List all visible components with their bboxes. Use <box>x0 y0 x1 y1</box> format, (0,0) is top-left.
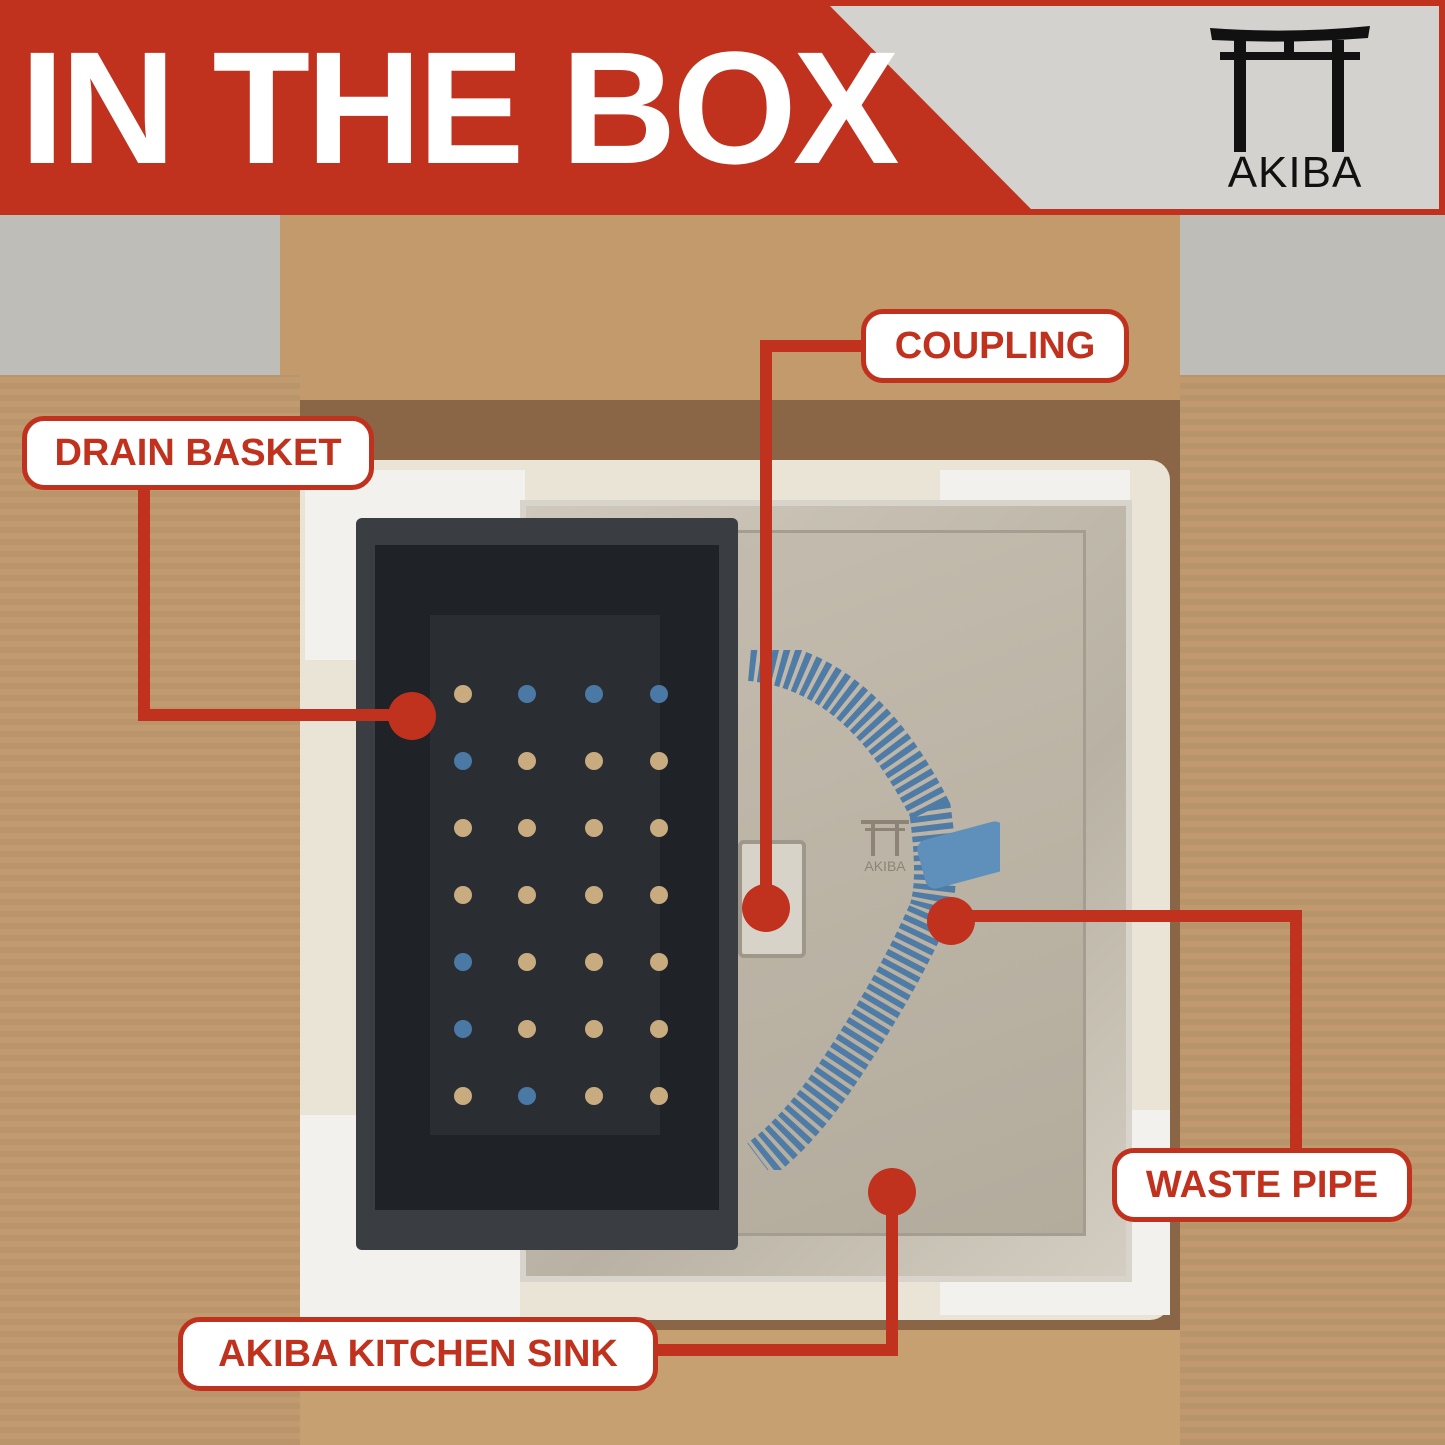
drain-basket-leader-h <box>138 709 418 721</box>
sink-logo-text: AKIBA <box>864 858 906 874</box>
callout-coupling: COUPLING <box>861 309 1129 383</box>
brand-logo-text: AKIBA <box>1227 148 1363 197</box>
drain-basket-floor <box>430 615 668 1135</box>
coupling-leader-h <box>760 340 870 352</box>
coupling-marker <box>742 884 790 932</box>
page-title: IN THE BOX <box>20 18 900 197</box>
drain-basket-leader-v <box>138 485 150 721</box>
kitchen-sink-leader-v <box>886 1190 898 1356</box>
torii-gate-icon <box>1210 26 1370 152</box>
callout-waste-pipe: WASTE PIPE <box>1112 1148 1412 1222</box>
waste-pipe-leader-h <box>950 910 1302 922</box>
callout-drain-basket: DRAIN BASKET <box>22 416 374 490</box>
callout-kitchen-sink: AKIBA KITCHEN SINK <box>178 1317 658 1391</box>
waste-pipe-marker <box>927 897 975 945</box>
drain-basket-marker <box>388 692 436 740</box>
torii-gate-icon <box>861 820 909 856</box>
waste-pipe-leader-v <box>1290 910 1302 1155</box>
kitchen-sink-marker <box>868 1168 916 1216</box>
box-flap-right <box>1180 375 1445 1445</box>
coupling-leader-v <box>760 340 772 885</box>
kitchen-sink-leader-h <box>640 1344 898 1356</box>
box-flap-left <box>0 375 300 1445</box>
